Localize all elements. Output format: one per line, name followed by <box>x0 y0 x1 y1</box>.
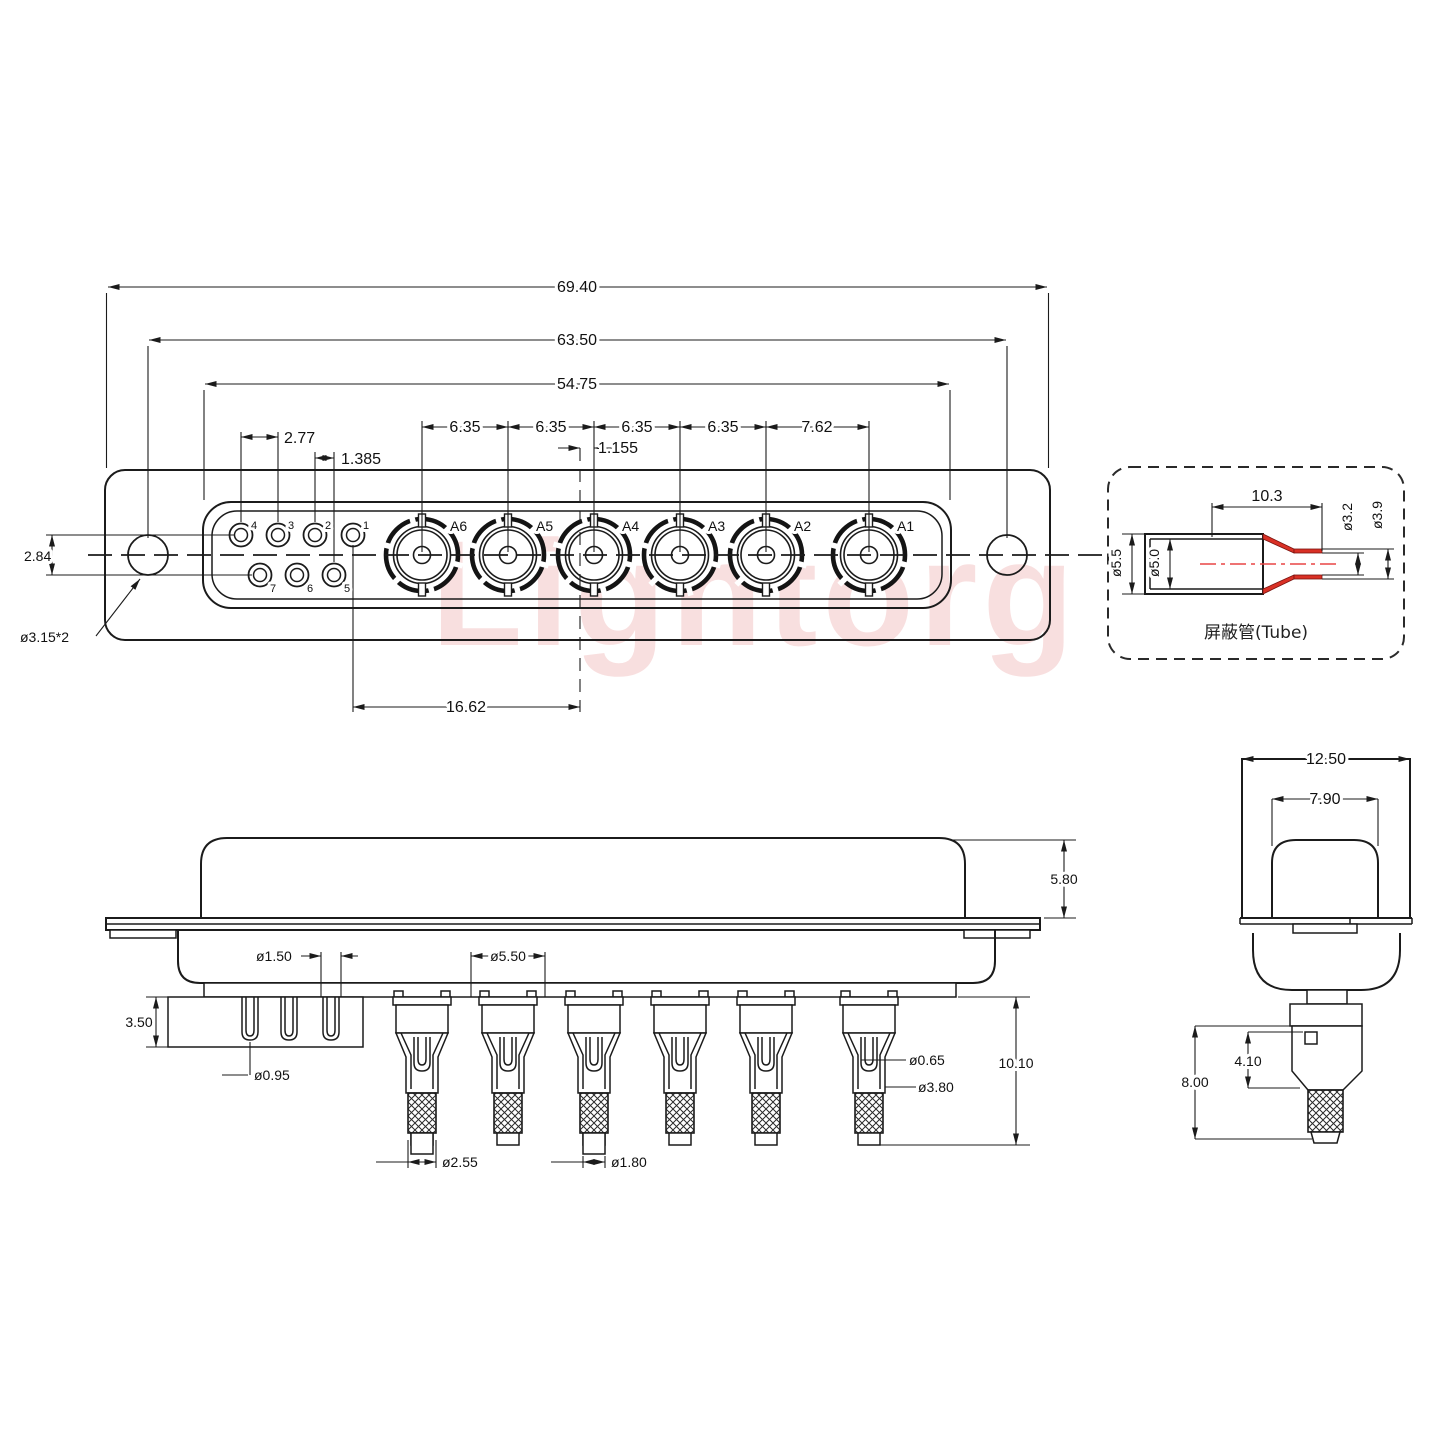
dim-tube-small-od: ø3.9 <box>1369 501 1385 529</box>
dim-pin-dia: ø1.50 <box>256 948 292 964</box>
dim-tail-length: 10.10 <box>998 1055 1033 1071</box>
coax-label: A4 <box>622 518 639 534</box>
pin-number: 2 <box>325 520 331 532</box>
pin-number: 6 <box>307 583 313 595</box>
dim-pitch-3: 6.35 <box>621 419 652 436</box>
front-view: 69.40 63.50 54.75 6.35 6.35 6.35 6.35 7.… <box>17 276 1112 719</box>
dim-tube-length: 10.3 <box>1251 488 1282 505</box>
dim-tube-large-od: ø5.5 <box>1108 549 1124 577</box>
pin-number: 7 <box>270 583 276 595</box>
dim-tube-small-id: ø3.2 <box>1339 503 1355 531</box>
dim-hole-span: 63.50 <box>557 332 597 349</box>
dim-pitch-1: 6.35 <box>449 419 480 436</box>
dim-tube-large-id: ø5.0 <box>1146 549 1162 577</box>
tube-caption: 屏蔽管(Tube) <box>1204 623 1308 643</box>
dim-end-outer-width: 12.50 <box>1306 751 1346 768</box>
pin-number: 5 <box>344 583 350 595</box>
side-dimension-lines <box>146 839 1076 1168</box>
pin-contact <box>284 562 310 588</box>
dim-inner-pin-dia: ø0.65 <box>909 1052 945 1068</box>
coax-tail <box>650 990 710 1146</box>
dim-end-tail-height: 8.00 <box>1181 1074 1208 1090</box>
end-view: 12.50 7.90 8.00 4.10 <box>1178 748 1413 1144</box>
dim-block-height: 3.50 <box>125 1014 152 1030</box>
dim-collar-dia: ø5.50 <box>490 948 526 964</box>
dim-pitch-2: 6.35 <box>535 419 566 436</box>
dim-end-tail-offset: 4.10 <box>1234 1053 1261 1069</box>
dim-tip-dia: ø1.80 <box>611 1154 647 1170</box>
side-view: 5.80 ø1.50 ø5.50 3.50 ø0.95 ø0.65 ø3.80 … <box>105 837 1081 1173</box>
dim-row-offset-small: 1.385 <box>341 451 381 468</box>
front-extension-lines <box>46 293 1050 712</box>
pin-contact <box>265 522 291 548</box>
coax-label: A3 <box>708 518 725 534</box>
coax-label: A2 <box>794 518 811 534</box>
pin-contact <box>302 522 328 548</box>
dim-mount-hole: ø3.15*2 <box>20 629 69 645</box>
coax-tail <box>392 990 452 1146</box>
pin-number: 4 <box>251 520 257 532</box>
coax-label: A6 <box>450 518 467 534</box>
dim-shell-width: 54.75 <box>557 376 597 393</box>
dim-span-1662: 16.62 <box>446 699 486 716</box>
dim-body-dia: ø3.80 <box>918 1079 954 1095</box>
coax-tail <box>839 990 899 1146</box>
pin-number: 1 <box>363 520 369 532</box>
pin-contact <box>340 522 366 548</box>
coax-tail <box>564 990 624 1146</box>
dim-pin-pitch: 2.77 <box>284 430 315 447</box>
coax-tail <box>736 990 796 1146</box>
dim-pitch-4: 6.35 <box>707 419 738 436</box>
coax-label: A1 <box>897 518 914 534</box>
dim-pitch-5: 7.62 <box>801 419 832 436</box>
dim-row-offset: 2.84 <box>24 548 51 564</box>
tube-detail: 10.3 ø3.2 ø3.9 ø5.5 ø5.0 屏蔽管(Tube) <box>1105 466 1405 660</box>
dim-shell-height: 5.80 <box>1050 871 1077 887</box>
dim-coax-offset: 1.155 <box>598 440 638 457</box>
pin-number: 3 <box>288 520 294 532</box>
dim-end-inner-width: 7.90 <box>1309 791 1340 808</box>
front-dimension-lines <box>49 284 1047 710</box>
pin-contact <box>321 562 347 588</box>
coax-tail <box>478 990 538 1146</box>
dim-knurl-dia: ø2.55 <box>442 1154 478 1170</box>
end-dimension-lines <box>1192 1025 1312 1140</box>
dim-tail-pin-dia: ø0.95 <box>254 1067 290 1083</box>
dim-overall-width: 69.40 <box>557 279 597 296</box>
coax-label: A5 <box>536 518 553 534</box>
